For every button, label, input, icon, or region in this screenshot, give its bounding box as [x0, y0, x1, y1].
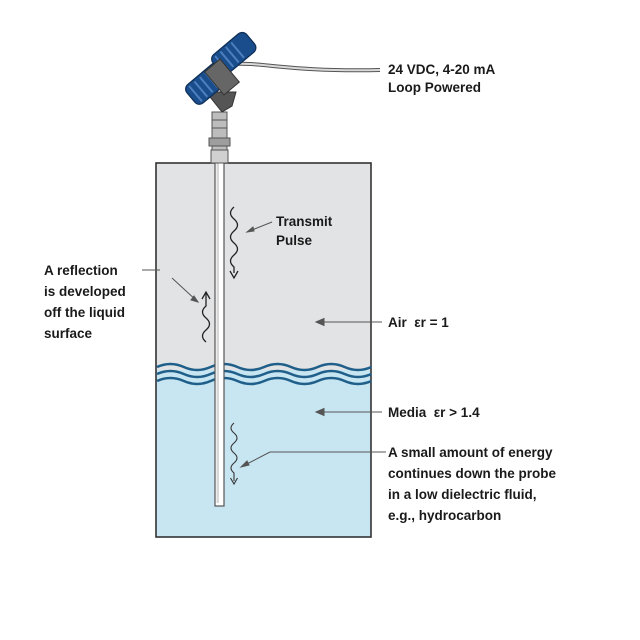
reflection-label-line3: off the liquid	[44, 305, 125, 320]
transmit-label-line1: Transmit	[276, 214, 333, 229]
air-label: Air εr = 1	[388, 315, 449, 330]
tank-air-region	[156, 163, 371, 370]
reflection-label-line2: is developed	[44, 284, 126, 299]
power-label-line1: 24 VDC, 4-20 mA	[388, 62, 496, 77]
process-fitting	[208, 111, 231, 164]
transmit-pulse-wave	[229, 206, 239, 280]
probe-rod	[214, 159, 225, 507]
energy-label-line3: in a low dielectric fluid,	[388, 487, 537, 502]
liquid-surface-waves	[156, 362, 372, 386]
tank-liquid-region	[156, 370, 371, 537]
leader-lines	[142, 221, 386, 468]
tank-outline	[155, 162, 372, 538]
reflection-label-line4: surface	[44, 326, 93, 341]
media-energy-wave	[230, 422, 238, 486]
power-label-line2: Loop Powered	[388, 80, 481, 95]
reflection-wave	[201, 290, 211, 343]
media-label: Media εr > 1.4	[388, 405, 480, 420]
energy-label-line1: A small amount of energy	[388, 445, 553, 460]
energy-label-line4: e.g., hydrocarbon	[388, 508, 501, 523]
transmit-label-line2: Pulse	[276, 233, 313, 248]
transmitter-head	[185, 31, 257, 113]
reflection-label-line1: A reflection	[44, 263, 118, 278]
energy-label-line2: continues down the probe	[388, 466, 556, 481]
